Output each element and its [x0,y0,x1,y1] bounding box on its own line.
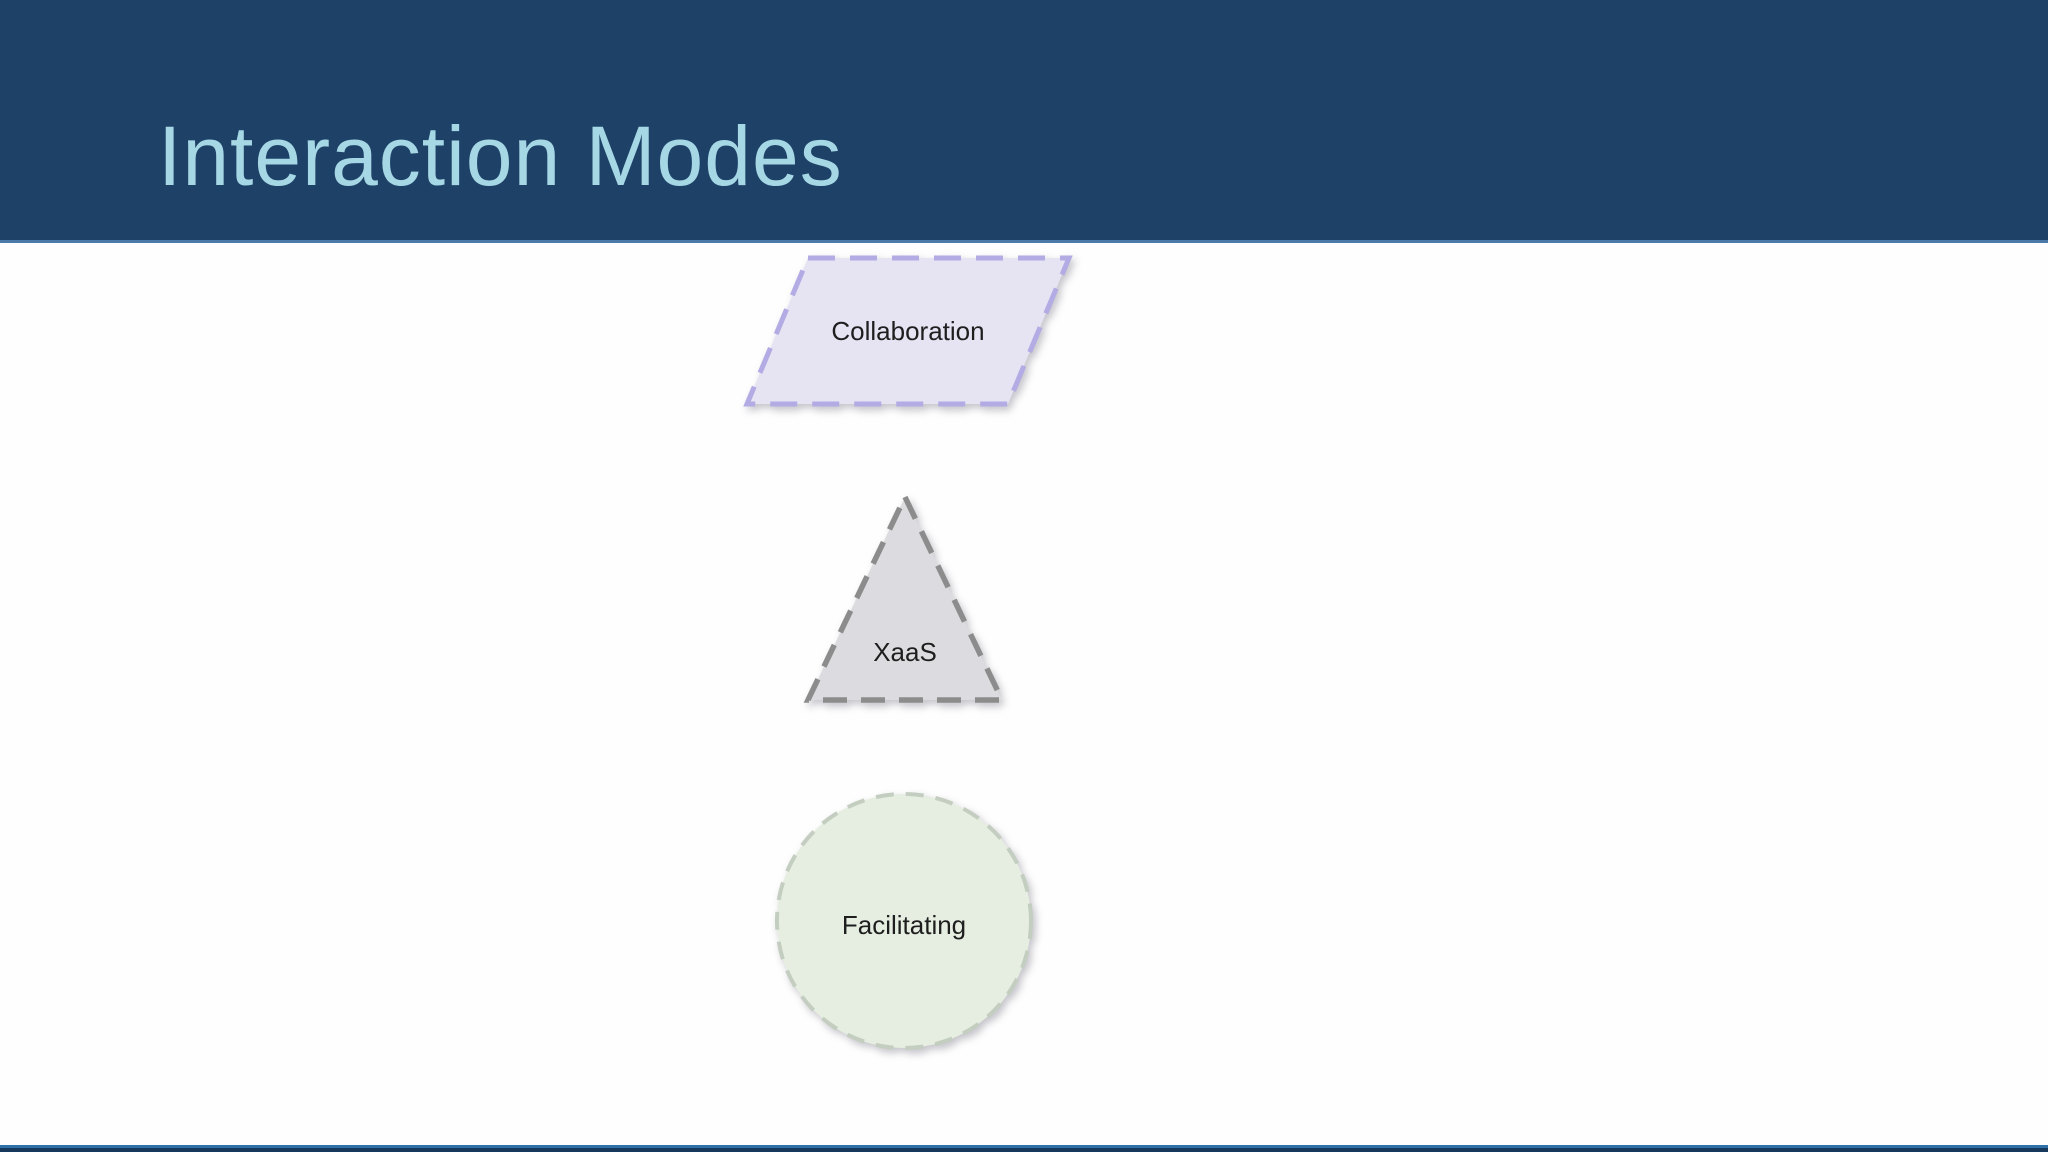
facilitating-label: Facilitating [841,909,967,940]
bottom-accent-line [0,1145,2048,1148]
xaas-triangle-shape [803,490,1007,703]
bottom-bar [0,1145,2048,1152]
xaas-label: XaaS [873,636,937,667]
page-title: Interaction Modes [158,109,843,203]
slide-header: Interaction Modes [0,0,2048,243]
collaboration-label: Collaboration [831,315,985,346]
facilitating-circle-shape [775,792,1033,1050]
bottom-navy-line [0,1148,2048,1152]
collaboration-parallelogram-shape [743,255,1073,407]
